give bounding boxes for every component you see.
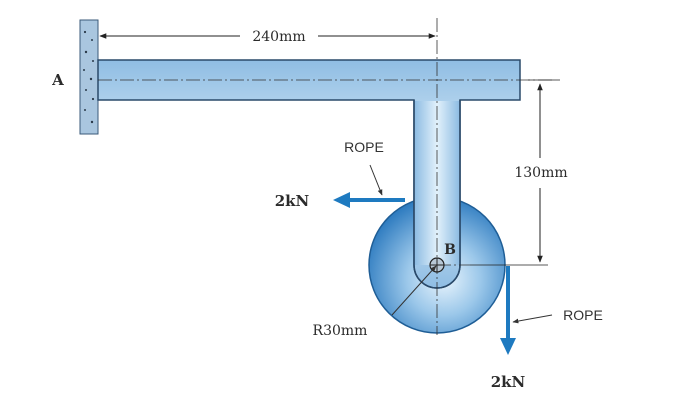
dimension-130 — [470, 79, 560, 266]
radius-leader — [391, 265, 437, 316]
rope-top-label: ROPE — [344, 139, 384, 155]
force-down-label: 2kN — [491, 373, 526, 391]
force-arrow-left — [333, 192, 405, 208]
wall-support — [79, 19, 99, 135]
force-left-label: 2kN — [275, 192, 310, 210]
force-arrow-down — [500, 266, 516, 355]
dimension-240-label: 240mm — [252, 29, 305, 45]
dimension-130-label: 130mm — [514, 165, 567, 181]
point-a-label: A — [51, 71, 64, 89]
radius-label: R30mm — [313, 323, 368, 339]
rope-bottom-leader — [512, 314, 553, 324]
rope-top-leader — [369, 164, 383, 196]
point-b-label: B — [444, 242, 456, 258]
t-bracket-member — [97, 59, 521, 289]
rope-bottom-label: ROPE — [563, 307, 603, 323]
